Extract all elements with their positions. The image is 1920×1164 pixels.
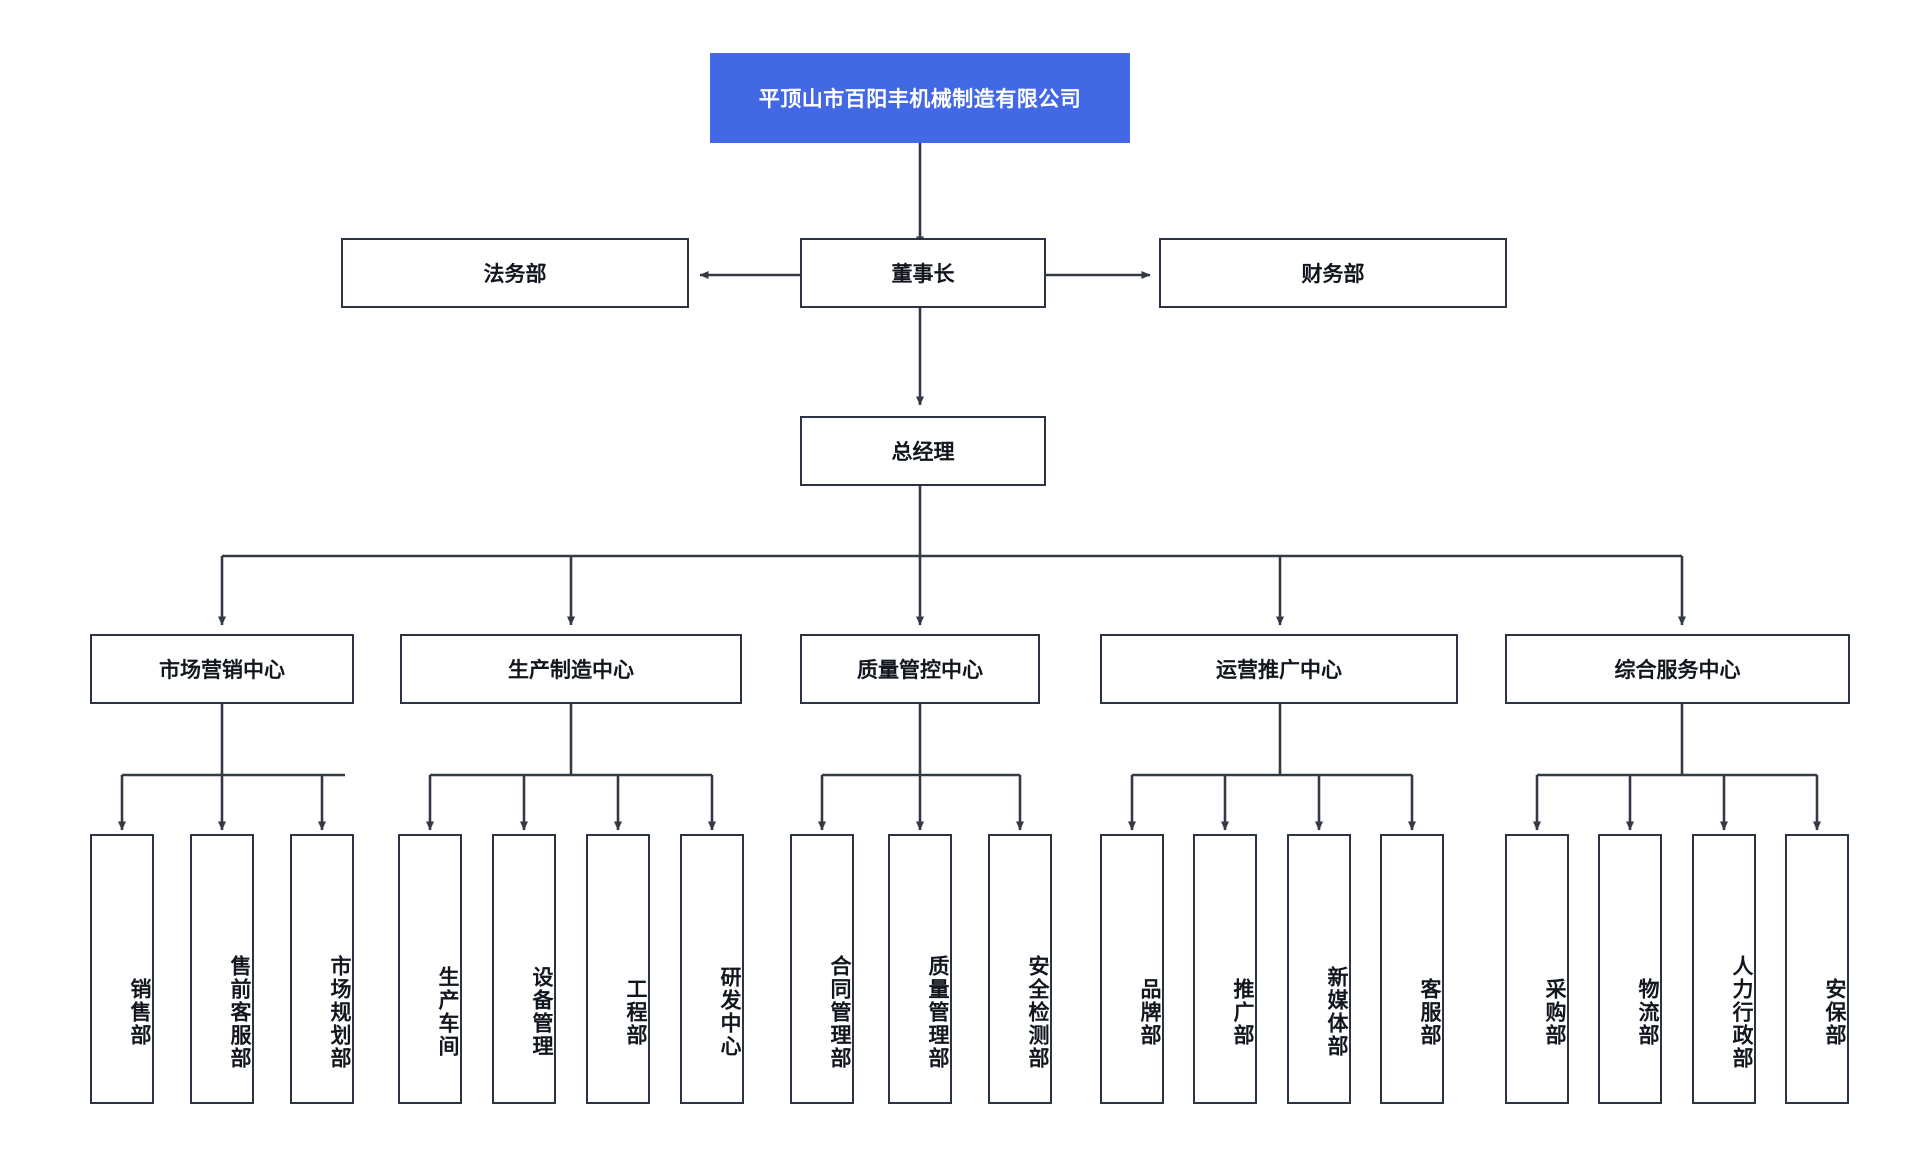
node-company-root[interactable]: 平顶山市百阳丰机械制造有限公司 <box>710 53 1130 143</box>
node-dept-logistics[interactable]: 物流部 <box>1598 834 1662 1104</box>
node-dept-sales[interactable]: 销售部 <box>90 834 154 1104</box>
node-dept-contract-management[interactable]: 合同管理部 <box>790 834 854 1104</box>
node-general-manager[interactable]: 总经理 <box>800 416 1046 486</box>
node-dept-security[interactable]: 安保部 <box>1785 834 1849 1104</box>
node-dept-equipment-management[interactable]: 设备管理 <box>492 834 556 1104</box>
node-dept-new-media[interactable]: 新媒体部 <box>1287 834 1351 1104</box>
node-dept-hr-admin[interactable]: 人力行政部 <box>1692 834 1756 1104</box>
node-center-general-services[interactable]: 综合服务中心 <box>1505 634 1850 704</box>
node-dept-customer-service[interactable]: 客服部 <box>1380 834 1444 1104</box>
node-dept-market-planning[interactable]: 市场规划部 <box>290 834 354 1104</box>
node-finance-department[interactable]: 财务部 <box>1159 238 1507 308</box>
node-center-marketing[interactable]: 市场营销中心 <box>90 634 354 704</box>
node-center-quality[interactable]: 质量管控中心 <box>800 634 1040 704</box>
node-dept-procurement[interactable]: 采购部 <box>1505 834 1569 1104</box>
node-dept-engineering[interactable]: 工程部 <box>586 834 650 1104</box>
node-dept-rnd-center[interactable]: 研发中心 <box>680 834 744 1104</box>
node-dept-quality-management[interactable]: 质量管理部 <box>888 834 952 1104</box>
node-dept-safety-inspection[interactable]: 安全检测部 <box>988 834 1052 1104</box>
node-dept-promotion[interactable]: 推广部 <box>1193 834 1257 1104</box>
node-chairman[interactable]: 董事长 <box>800 238 1046 308</box>
node-legal-department[interactable]: 法务部 <box>341 238 689 308</box>
node-dept-brand[interactable]: 品牌部 <box>1100 834 1164 1104</box>
node-dept-production-workshop[interactable]: 生产车间 <box>398 834 462 1104</box>
node-dept-presales-service[interactable]: 售前客服部 <box>190 834 254 1104</box>
node-center-manufacturing[interactable]: 生产制造中心 <box>400 634 742 704</box>
node-center-operations[interactable]: 运营推广中心 <box>1100 634 1458 704</box>
